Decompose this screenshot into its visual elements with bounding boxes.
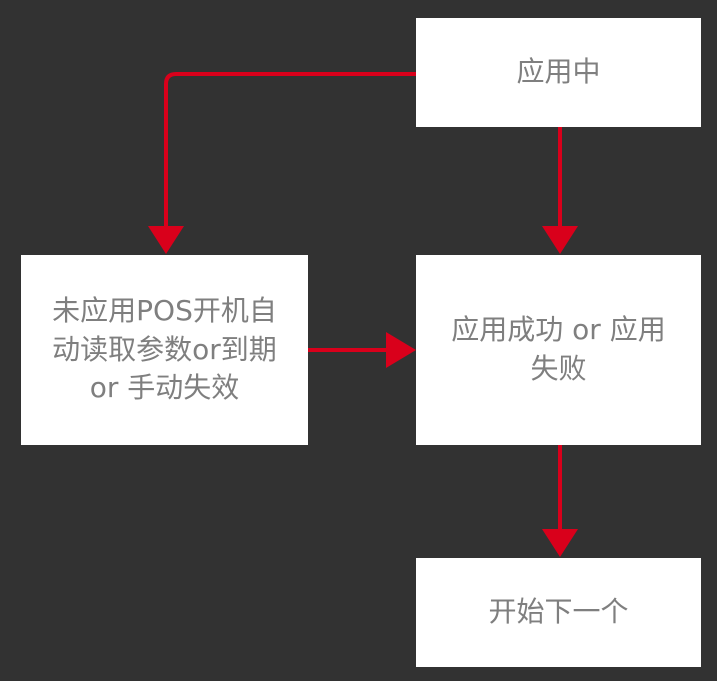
- arrowhead-to-unapplied: [148, 226, 184, 254]
- node-unapplied: 未应用POS开机自 动读取参数or到期 or 手动失效: [21, 255, 308, 445]
- arrowhead-to-next: [542, 529, 578, 557]
- node-next-label: 开始下一个: [488, 595, 629, 629]
- node-result-label: 应用成功 or 应用 失败: [451, 313, 666, 385]
- arrowhead-to-result-top: [542, 226, 578, 254]
- node-result: 应用成功 or 应用 失败: [416, 255, 701, 445]
- node-applying: 应用中: [416, 18, 701, 127]
- node-next: 开始下一个: [416, 558, 701, 667]
- edge-applying-to-unapplied: [164, 72, 416, 228]
- node-unapplied-label: 未应用POS开机自 动读取参数or到期 or 手动失效: [52, 294, 277, 405]
- node-applying-label: 应用中: [516, 55, 601, 89]
- arrowhead-to-result-left: [386, 332, 416, 368]
